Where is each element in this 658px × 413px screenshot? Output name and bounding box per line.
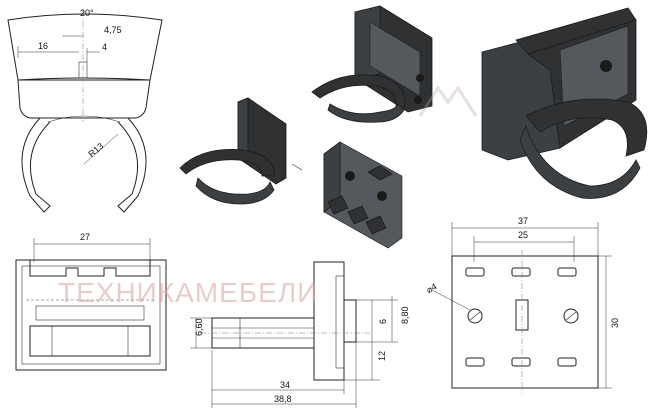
dim-25-label: 25	[518, 230, 528, 240]
side-view: 6,60 6 8,80 12 34 38,8	[190, 261, 410, 408]
top-view: 20° 4,75 16 4 R13	[7, 8, 163, 213]
dim-30-label: 30	[610, 318, 620, 328]
dim-4-label: 4	[102, 42, 107, 52]
angle-label: 20°	[80, 8, 94, 18]
plate-view: 37 25 30 ⌀4	[425, 216, 620, 394]
watermark-logo	[418, 85, 478, 117]
dim-4-75-label: 4,75	[104, 25, 122, 35]
hole-diameter-label: ⌀4	[425, 281, 439, 295]
dim-12-label: 12	[377, 351, 387, 361]
watermark: ТЕХНИКАМЕБЕЛИ	[58, 277, 318, 308]
dim-16-label: 16	[38, 41, 48, 51]
render-large-clip	[481, 7, 648, 199]
render-clip-part	[179, 97, 287, 205]
dim-6-label: 6	[378, 319, 388, 324]
render-assembled-clip	[311, 5, 433, 123]
dim-38-8-label: 38,8	[274, 394, 292, 404]
dim-8-80-label: 8,80	[400, 306, 410, 324]
dim-6-60-label: 6,60	[194, 318, 204, 336]
front-view: 27	[15, 232, 167, 371]
width-27-label: 27	[80, 232, 90, 242]
render-mounting-plate	[291, 141, 403, 249]
dim-34-label: 34	[280, 380, 290, 390]
radius-label: R13	[86, 141, 105, 159]
dim-37-label: 37	[518, 216, 528, 226]
